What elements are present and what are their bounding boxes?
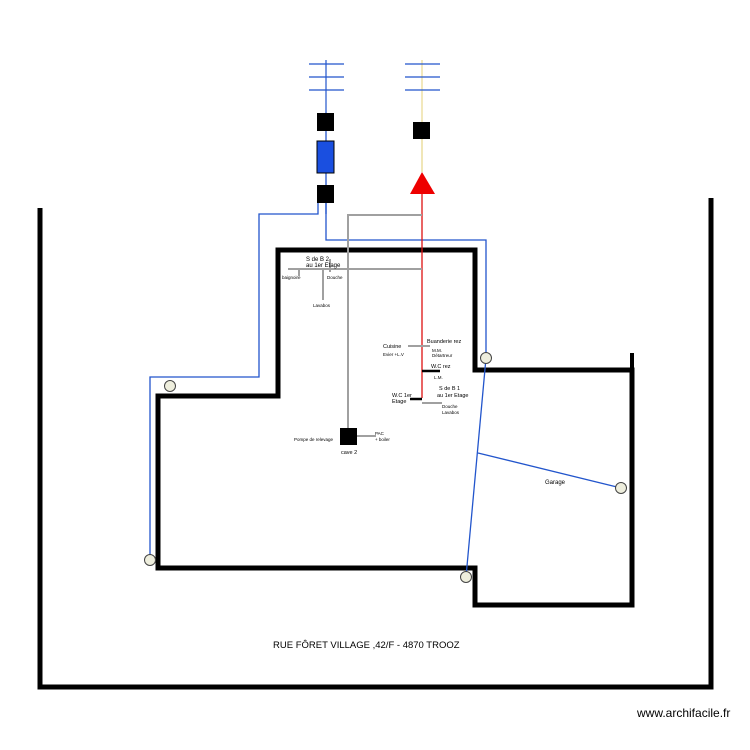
antenna-left-icon [309,60,344,112]
cuisine-label: Cuisine [383,344,401,350]
evier-label: Evier +L.V [383,352,404,357]
baignoire-label: baignoire [282,275,301,280]
red-triangle [410,172,435,194]
address-label: RUE FÔRET VILLAGE ,42/F - 4870 TROOZ [273,640,460,651]
cave-label: cave 2 [341,450,357,456]
buanderie-label: Buanderie rez [427,339,461,345]
antenna-right-icon [405,60,440,120]
sdb1-label-1: S de B 1 [439,386,460,392]
douche-sdb1-label: Douche [442,404,458,409]
blue-pipe-garage-diagonal [465,357,487,578]
lavabos-sdb2-label: Lavabos [313,303,331,308]
blue-pipe-right [325,203,487,358]
valve-icon [144,352,627,583]
sdb2-label-1: S de B 2 [306,257,330,263]
lm-label: L.M. [434,375,443,380]
blue-pipe-outer [149,203,319,560]
douche-sdb2-label: Douche [327,275,343,280]
pac-label: PAC [375,431,385,436]
detartreur-label: Détartreur [432,353,453,358]
garage-label: Garage [545,480,566,486]
mm-label: M.M. [432,348,442,353]
wc-rez-label: W.C rez [431,364,451,370]
wc1-label-1: W.C 1er [392,393,412,399]
pump-box [340,428,357,445]
blue-box [316,140,335,174]
grey-pipes [288,214,442,437]
left-black-box-top [317,113,334,131]
right-black-box [413,122,430,139]
wc1-label-2: Etage [392,399,406,405]
blue-pipe-garage-branch [477,452,622,489]
watermark: www.archifacile.fr [636,706,730,720]
house-outline [155,247,635,608]
lavabos-sdb1-label: Lavabos [442,410,460,415]
property-boundary [37,198,714,690]
pompe-label: Pompe de relevage [294,437,334,442]
sdb1-label-2: au 1er Etage [437,393,469,399]
boiler-label: + boiler [375,437,390,442]
sdb2-label-2: au 1er Etage [306,263,341,269]
left-black-box-bottom [317,185,334,203]
